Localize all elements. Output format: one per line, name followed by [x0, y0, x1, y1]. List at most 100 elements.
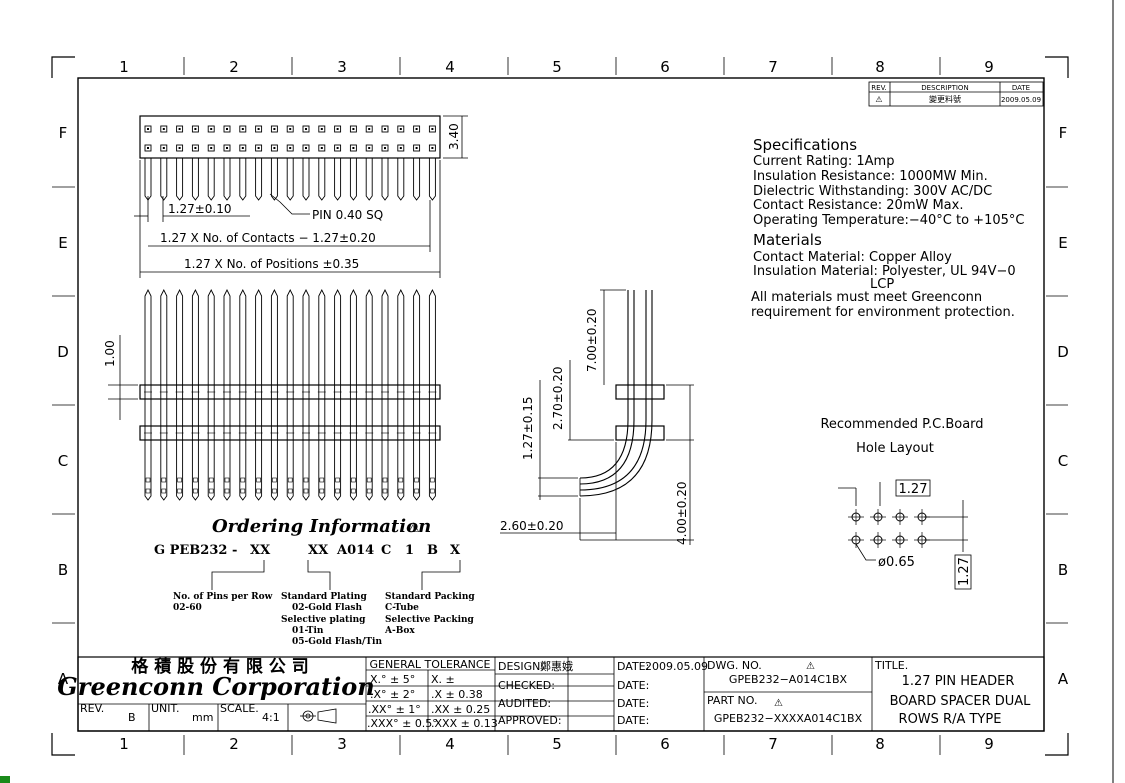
- ordering-title: Ordering Information: [212, 516, 431, 537]
- pin-hole: [191, 144, 199, 152]
- pin-size-label: PIN 0.40 SQ: [312, 208, 383, 222]
- pcb-hole-size: ø0.65: [878, 555, 915, 570]
- pin-hole: [207, 125, 215, 133]
- ordering-information: Ordering Information ⚠ G PEB232 - XX XX …: [154, 516, 475, 647]
- company-name-cn: 格 積 股 份 有 限 公 司: [131, 656, 308, 677]
- tolerance-angle: .X° ± 2°: [370, 688, 415, 701]
- col-label: 4: [445, 58, 455, 76]
- pin-tip: [240, 477, 246, 483]
- pin-tip: [272, 477, 277, 483]
- tolerance-linear: .XXX ± 0.13: [431, 717, 498, 730]
- pin-tip: [414, 477, 419, 483]
- pin-tail: [397, 158, 405, 201]
- pin-tip: [272, 488, 277, 494]
- warning-icon: ⚠: [408, 521, 420, 536]
- pin-hole-center: [226, 147, 228, 149]
- col-label: 9: [984, 735, 994, 753]
- pin-hole: [397, 125, 405, 133]
- pin-hole-center: [305, 128, 307, 130]
- specifications: Specifications Current Rating: 1Amp Insu…: [751, 136, 1024, 320]
- pin: [255, 288, 263, 501]
- plating-line: Standard Plating: [281, 592, 367, 602]
- pin-hole-center: [352, 147, 355, 149]
- description-header: DESCRIPTION: [921, 84, 968, 92]
- column-labels: 1 2 3 4 5 6 7 8 9 1 2 3 4 5 6 7 8 9: [119, 58, 994, 753]
- pin-tip: [335, 488, 340, 494]
- spec-line: Insulation Resistance: 1000MW Min.: [753, 169, 988, 184]
- pin-hole: [286, 144, 294, 152]
- pin-hole-center: [273, 147, 276, 149]
- date-value: 2009.05.09: [1001, 96, 1041, 104]
- title-line: BOARD SPACER DUAL: [890, 694, 1032, 709]
- pin-hole-center: [336, 147, 339, 149]
- row-label: F: [1059, 124, 1068, 142]
- order-code-pins: XX: [250, 543, 271, 558]
- pin: [160, 288, 168, 501]
- pin-tip: [430, 477, 435, 483]
- pin-hole: [428, 144, 436, 152]
- date-value: 2009.05.09: [645, 660, 708, 673]
- pin-hole-center: [194, 147, 197, 149]
- col-label: 5: [552, 735, 562, 753]
- audited-label: AUDITED:: [498, 697, 551, 710]
- col-label: 3: [337, 735, 347, 753]
- row-label: A: [58, 670, 69, 688]
- pin-hole-center: [289, 147, 292, 149]
- order-code-x: X: [450, 543, 461, 558]
- pin-tail: [176, 158, 184, 201]
- tolerance-angle: .XX° ± 1°: [368, 703, 421, 716]
- rev-header: REV.: [871, 84, 886, 92]
- pin: [302, 288, 310, 501]
- pin-tail: [270, 158, 278, 201]
- pin-tip: [193, 488, 198, 494]
- title-line: 1.27 PIN HEADER: [902, 674, 1015, 689]
- pin-hole-center: [399, 147, 402, 149]
- pin-hole-center: [178, 147, 181, 149]
- pcb-pitch: 1.27: [899, 482, 928, 497]
- spec-line: Dielectric Withstanding: 300V AC/DC: [753, 184, 992, 199]
- pin-hole: [255, 144, 263, 152]
- warning-icon: ⚠: [806, 661, 815, 672]
- col-label: 1: [119, 58, 129, 76]
- approved-label: APPROVED:: [498, 714, 562, 727]
- pin-hole: [176, 144, 184, 152]
- pin-hole: [160, 144, 168, 152]
- pin: [286, 288, 294, 501]
- tolerance-linear: .X ± 0.38: [431, 688, 483, 701]
- part-label: PART NO.: [707, 694, 757, 707]
- description-value: 變更料號: [929, 94, 961, 104]
- pcb-title: Recommended P.C.Board: [820, 417, 983, 432]
- pin-tail: [207, 158, 215, 201]
- pin-top-dimension: 7.00±0.20: [585, 309, 599, 373]
- pin-hole-center: [415, 147, 418, 149]
- pin-tail: [255, 158, 263, 201]
- pin-tip: [208, 477, 214, 483]
- col-label: 9: [984, 58, 994, 76]
- pin-tail: [381, 158, 389, 201]
- pin-hole: [144, 144, 152, 152]
- pin-hole: [239, 125, 247, 133]
- pin-hole-center: [257, 128, 260, 130]
- spec-line: Current Rating: 1Amp: [753, 154, 894, 169]
- row-label: E: [58, 234, 67, 252]
- date-label: DATE:: [617, 714, 649, 727]
- pin-tip: [145, 477, 151, 483]
- pin-hole-center: [320, 128, 323, 130]
- col-label: 7: [768, 735, 778, 753]
- pin-tip: [366, 488, 372, 494]
- material-line: Insulation Material: Polyester, UL 94V−0: [753, 264, 1016, 279]
- pitch-dimension: 1.27±0.10: [168, 202, 232, 216]
- height-dimension: 3.40: [447, 123, 461, 150]
- pcb-subtitle: Hole Layout: [856, 441, 934, 456]
- pin-row-dimension: 1.27±0.15: [521, 397, 535, 461]
- pin-hole: [349, 125, 357, 133]
- pin-tail: [191, 158, 199, 201]
- pin-hole-center: [194, 128, 197, 130]
- order-code-series: A014: [336, 543, 374, 558]
- contacts-dimension: 1.27 X No. of Contacts − 1.27±0.20: [160, 231, 376, 245]
- pin-tip: [303, 477, 309, 483]
- pin-tail: [144, 158, 152, 201]
- pin-hole-center: [273, 128, 276, 130]
- pin-hole: [176, 125, 184, 133]
